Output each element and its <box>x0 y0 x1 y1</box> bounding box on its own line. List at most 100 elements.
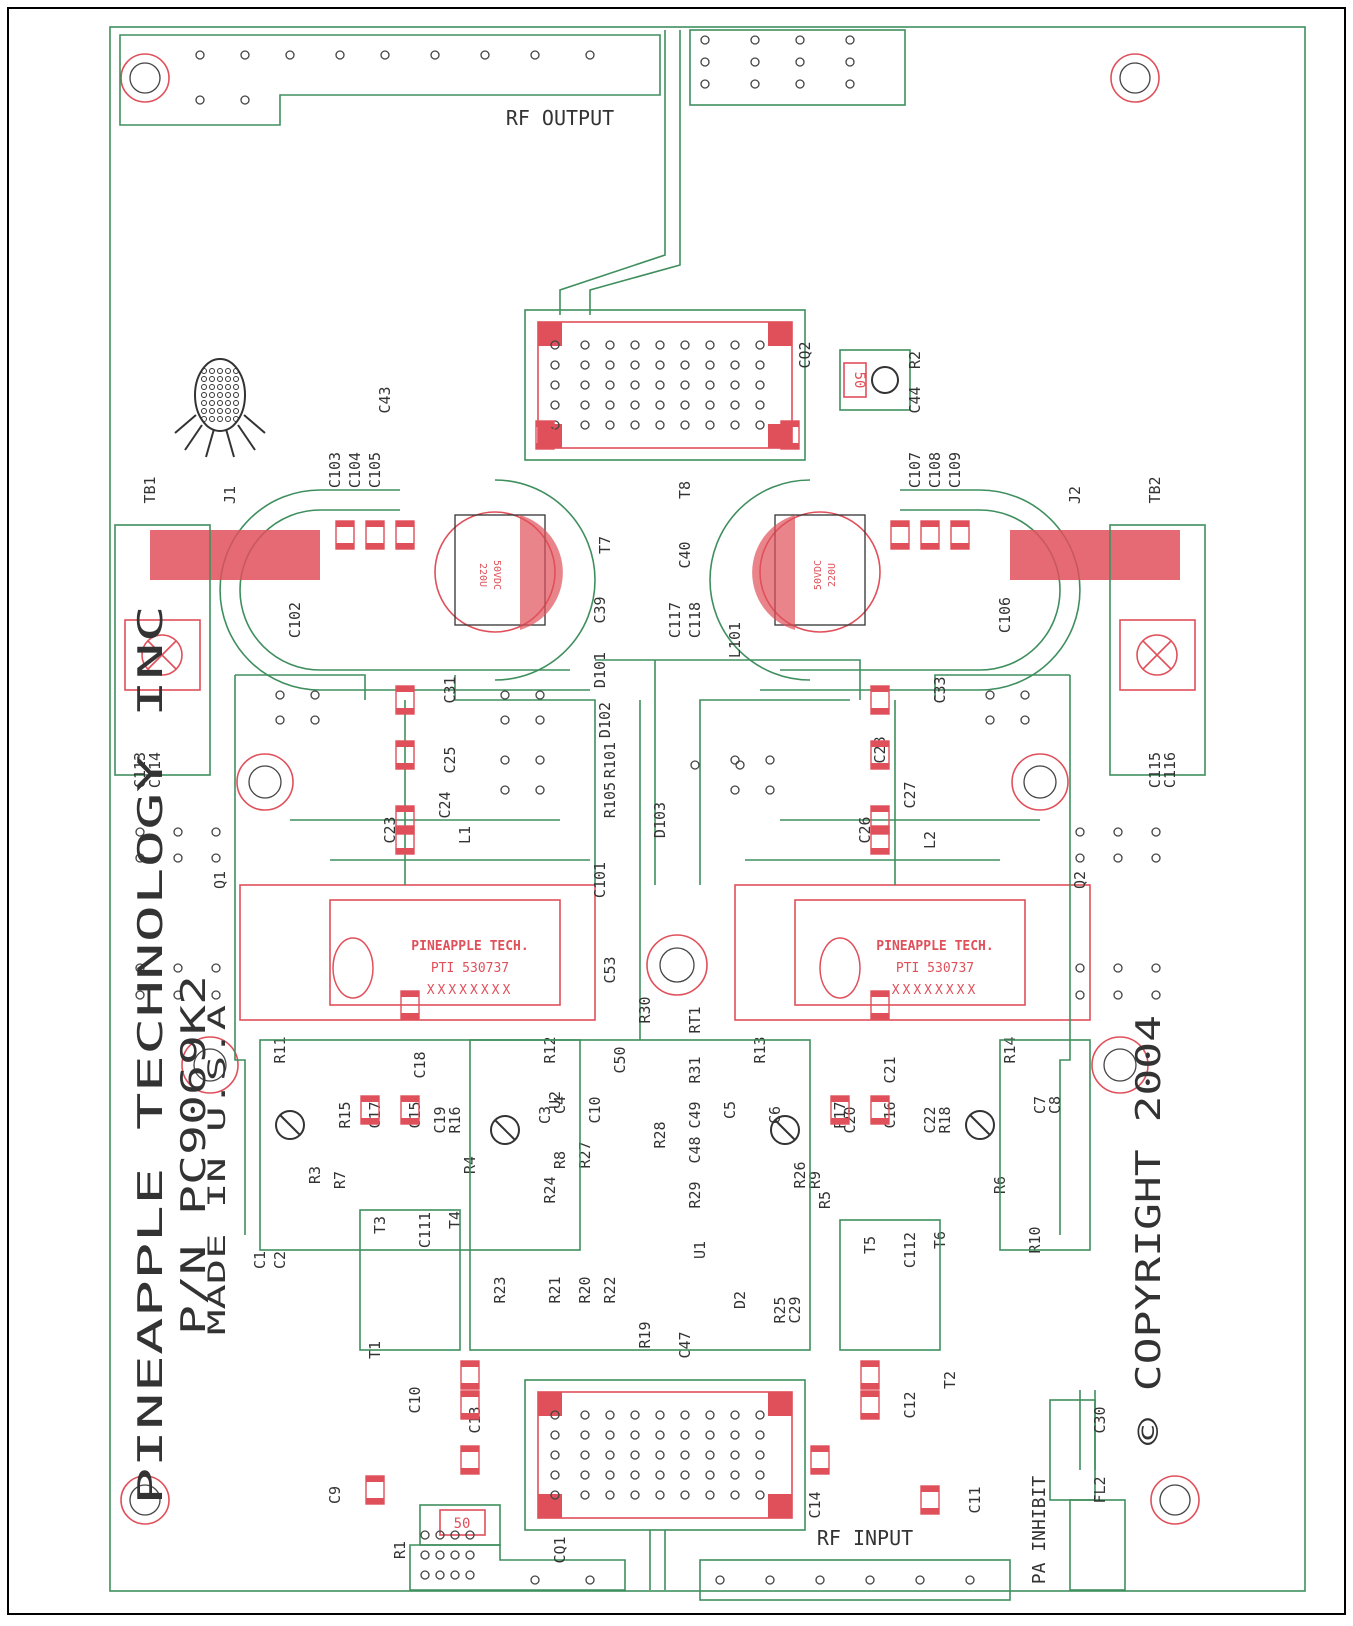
designator-c43: C43 <box>376 386 394 413</box>
designator-r14: R14 <box>1001 1036 1019 1063</box>
chip-pad <box>460 1360 480 1390</box>
designator-d2: D2 <box>731 1291 749 1309</box>
via-pad <box>535 755 545 765</box>
designator-c10: C10 <box>586 1096 604 1123</box>
via-pad <box>705 1430 715 1440</box>
trim-pot <box>275 1110 305 1140</box>
hdr-top-dots-pads <box>195 35 855 105</box>
via-pad <box>580 400 590 410</box>
logo-seed <box>209 368 215 374</box>
via-pad <box>450 1530 460 1540</box>
designator-d103: D103 <box>651 802 669 838</box>
chip-pad <box>535 420 555 450</box>
designator-t5: T5 <box>861 1236 879 1254</box>
via-pad <box>1075 990 1085 1000</box>
via-pad <box>655 380 665 390</box>
r1-value: 50 <box>454 1516 471 1532</box>
via-pad <box>630 400 640 410</box>
logo-seed <box>233 416 239 422</box>
designator-r31: R31 <box>686 1056 704 1083</box>
designator-c19: C19 <box>431 1106 449 1133</box>
bias-outline <box>999 1039 1091 1251</box>
designator-r15: R15 <box>336 1101 354 1128</box>
pineapple-logo-icon <box>174 358 266 458</box>
designator-r11: R11 <box>271 1036 289 1063</box>
designator-l101: L101 <box>726 622 744 658</box>
chip-pad <box>780 420 800 450</box>
designator-c24: C24 <box>436 791 454 818</box>
designator-c53: C53 <box>601 956 619 983</box>
logo-seed <box>209 408 215 414</box>
designator-r12: R12 <box>541 1036 559 1063</box>
designator-c116: C116 <box>1161 752 1179 788</box>
via-pad <box>750 35 760 45</box>
via-pad <box>310 715 320 725</box>
copyright-label: © COPYRIGHT 2004 <box>1129 1015 1169 1445</box>
via-pad <box>580 380 590 390</box>
via-pad <box>585 50 595 60</box>
via-pad <box>765 755 775 765</box>
pa-inhibit-label: PA INHIBIT <box>1029 1476 1050 1585</box>
via-pad <box>680 1430 690 1440</box>
via-pad <box>135 963 145 973</box>
outer-frame <box>7 7 1346 1615</box>
designator-c8: C8 <box>1046 1096 1064 1114</box>
via-pad <box>845 35 855 45</box>
pa-inhibit-connector <box>1049 1390 1126 1591</box>
designator-cq2: CQ2 <box>796 341 814 368</box>
designator-l1: L1 <box>456 826 474 844</box>
via-pad <box>730 1450 740 1460</box>
via-pad <box>173 853 183 863</box>
designator-c2: C2 <box>271 1251 289 1269</box>
via-pad <box>535 785 545 795</box>
via-pad <box>550 380 560 390</box>
via-pad <box>135 990 145 1000</box>
designator-r29: R29 <box>686 1181 704 1208</box>
designator-c40: C40 <box>676 541 694 568</box>
j2-loop <box>709 479 1180 691</box>
via-pad <box>755 360 765 370</box>
via-pad <box>765 1575 775 1585</box>
via-pad <box>580 1410 590 1420</box>
logo-seed <box>209 400 215 406</box>
via-pad <box>211 990 221 1000</box>
designator-t4: T4 <box>446 1211 464 1229</box>
bias-outline <box>839 1219 941 1351</box>
via-pad <box>705 1410 715 1420</box>
r2-value: 50 <box>851 372 867 389</box>
via-pad <box>240 95 250 105</box>
designator-j1: J1 <box>221 486 239 504</box>
via-pad <box>550 1490 560 1500</box>
logo-seed <box>233 384 239 390</box>
via-pad <box>795 57 805 67</box>
via-pad <box>705 420 715 430</box>
via-pad <box>580 1450 590 1460</box>
designator-c23: C23 <box>381 816 399 843</box>
chip-pad <box>870 685 890 715</box>
designator-c44: C44 <box>906 386 924 413</box>
via-pad <box>580 1430 590 1440</box>
via-pad <box>655 360 665 370</box>
via-pad <box>655 340 665 350</box>
designator-c25: C25 <box>441 746 459 773</box>
chip-pad <box>870 1095 890 1125</box>
via-pad <box>195 50 205 60</box>
designator-r13: R13 <box>751 1036 769 1063</box>
chip-pad <box>365 520 385 550</box>
via-pad <box>730 380 740 390</box>
via-pad <box>705 1490 715 1500</box>
via-pad <box>535 690 545 700</box>
cq1-dots-pads <box>550 1410 765 1500</box>
via-pad <box>605 400 615 410</box>
via-pad <box>605 420 615 430</box>
hdr-bot-dots-pads <box>420 1530 975 1585</box>
via-pad <box>705 340 715 350</box>
designator-c7: C7 <box>1031 1096 1049 1114</box>
designator-cq1: CQ1 <box>551 1536 569 1563</box>
q2-brand: PINEAPPLE TECH. <box>876 939 993 954</box>
designator-c9: C9 <box>326 1486 344 1504</box>
via-pad <box>1113 853 1123 863</box>
via-pad <box>755 1410 765 1420</box>
designator-r5: R5 <box>816 1191 834 1209</box>
via-pad <box>735 760 745 770</box>
